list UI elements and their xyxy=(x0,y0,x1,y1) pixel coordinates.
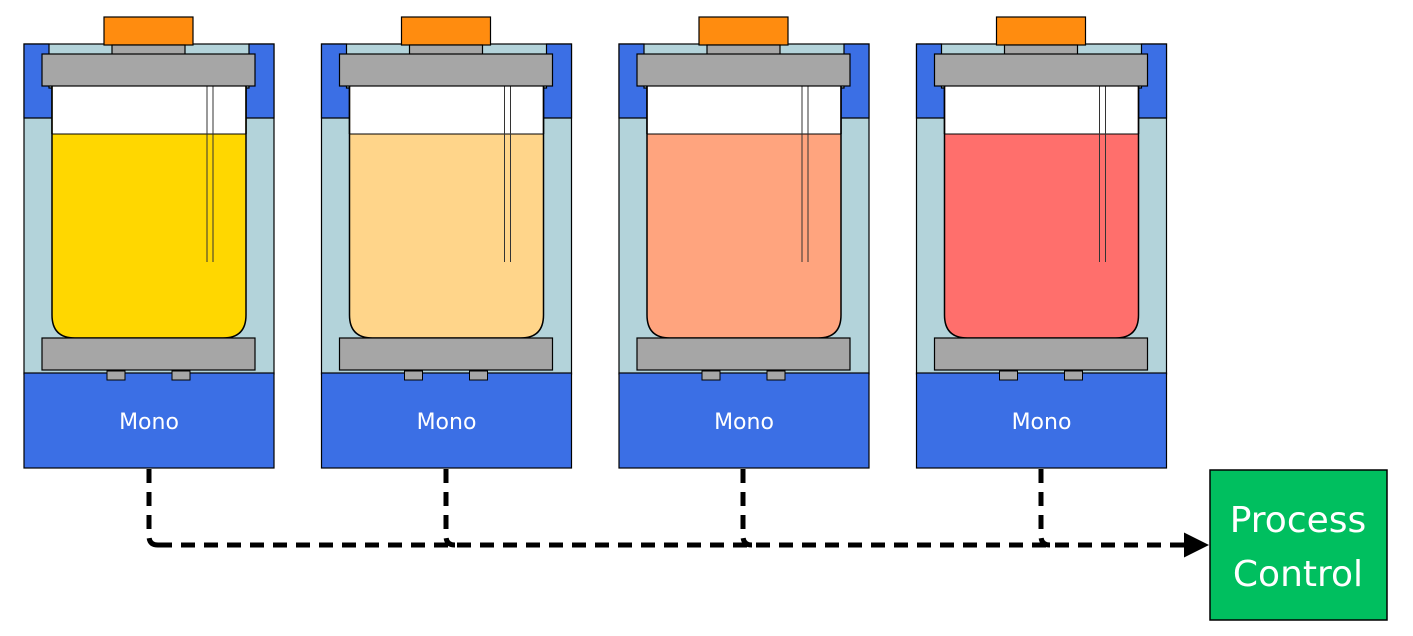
foot-pin xyxy=(171,370,191,381)
foot-pin xyxy=(1064,370,1083,381)
stirrer-base xyxy=(618,372,870,469)
foot-pin xyxy=(469,370,488,381)
signal-line-1 xyxy=(146,469,159,548)
vial-headspace xyxy=(350,86,543,134)
top-plate xyxy=(41,53,256,87)
stirrer-base xyxy=(23,372,275,469)
signal-wiring xyxy=(146,469,1209,558)
bottom-plate xyxy=(933,337,1149,371)
top-plate xyxy=(933,53,1149,87)
vial-cap xyxy=(103,16,194,46)
vial-headspace xyxy=(647,86,841,134)
vial-headspace xyxy=(52,86,246,134)
reactor-unit: Mono xyxy=(320,16,573,469)
reactor-unit: Mono xyxy=(618,16,870,469)
foot-pin xyxy=(404,370,423,381)
foot-pin xyxy=(701,370,721,381)
reactor-label: Mono xyxy=(119,410,179,435)
stirrer-base xyxy=(320,372,573,469)
stirrer-base xyxy=(915,372,1168,469)
reactor-label: Mono xyxy=(1012,410,1072,435)
foot-pin xyxy=(106,370,126,381)
process-control-line1: Process xyxy=(1230,500,1367,541)
vial-headspace xyxy=(945,86,1138,134)
vial-cap xyxy=(400,16,492,46)
bottom-plate xyxy=(41,337,256,371)
foot-pin xyxy=(999,370,1018,381)
foot-pin xyxy=(766,370,786,381)
signal-line-2 xyxy=(443,469,456,548)
vial-cap xyxy=(698,16,789,46)
signal-line-4 xyxy=(1038,469,1051,548)
reactor-label: Mono xyxy=(417,410,477,435)
top-plate xyxy=(338,53,554,87)
top-plate xyxy=(636,53,851,87)
process-control-node: Process Control xyxy=(1209,469,1388,621)
bottom-plate xyxy=(636,337,851,371)
signal-line-3 xyxy=(740,469,753,548)
reactor-label: Mono xyxy=(714,410,774,435)
process-control-box xyxy=(1209,469,1388,621)
reactor-unit: Mono xyxy=(23,16,275,469)
reactor-unit: Mono xyxy=(915,16,1168,469)
process-control-line2: Control xyxy=(1233,554,1363,595)
bottom-plate xyxy=(338,337,554,371)
vial-cap xyxy=(995,16,1087,46)
